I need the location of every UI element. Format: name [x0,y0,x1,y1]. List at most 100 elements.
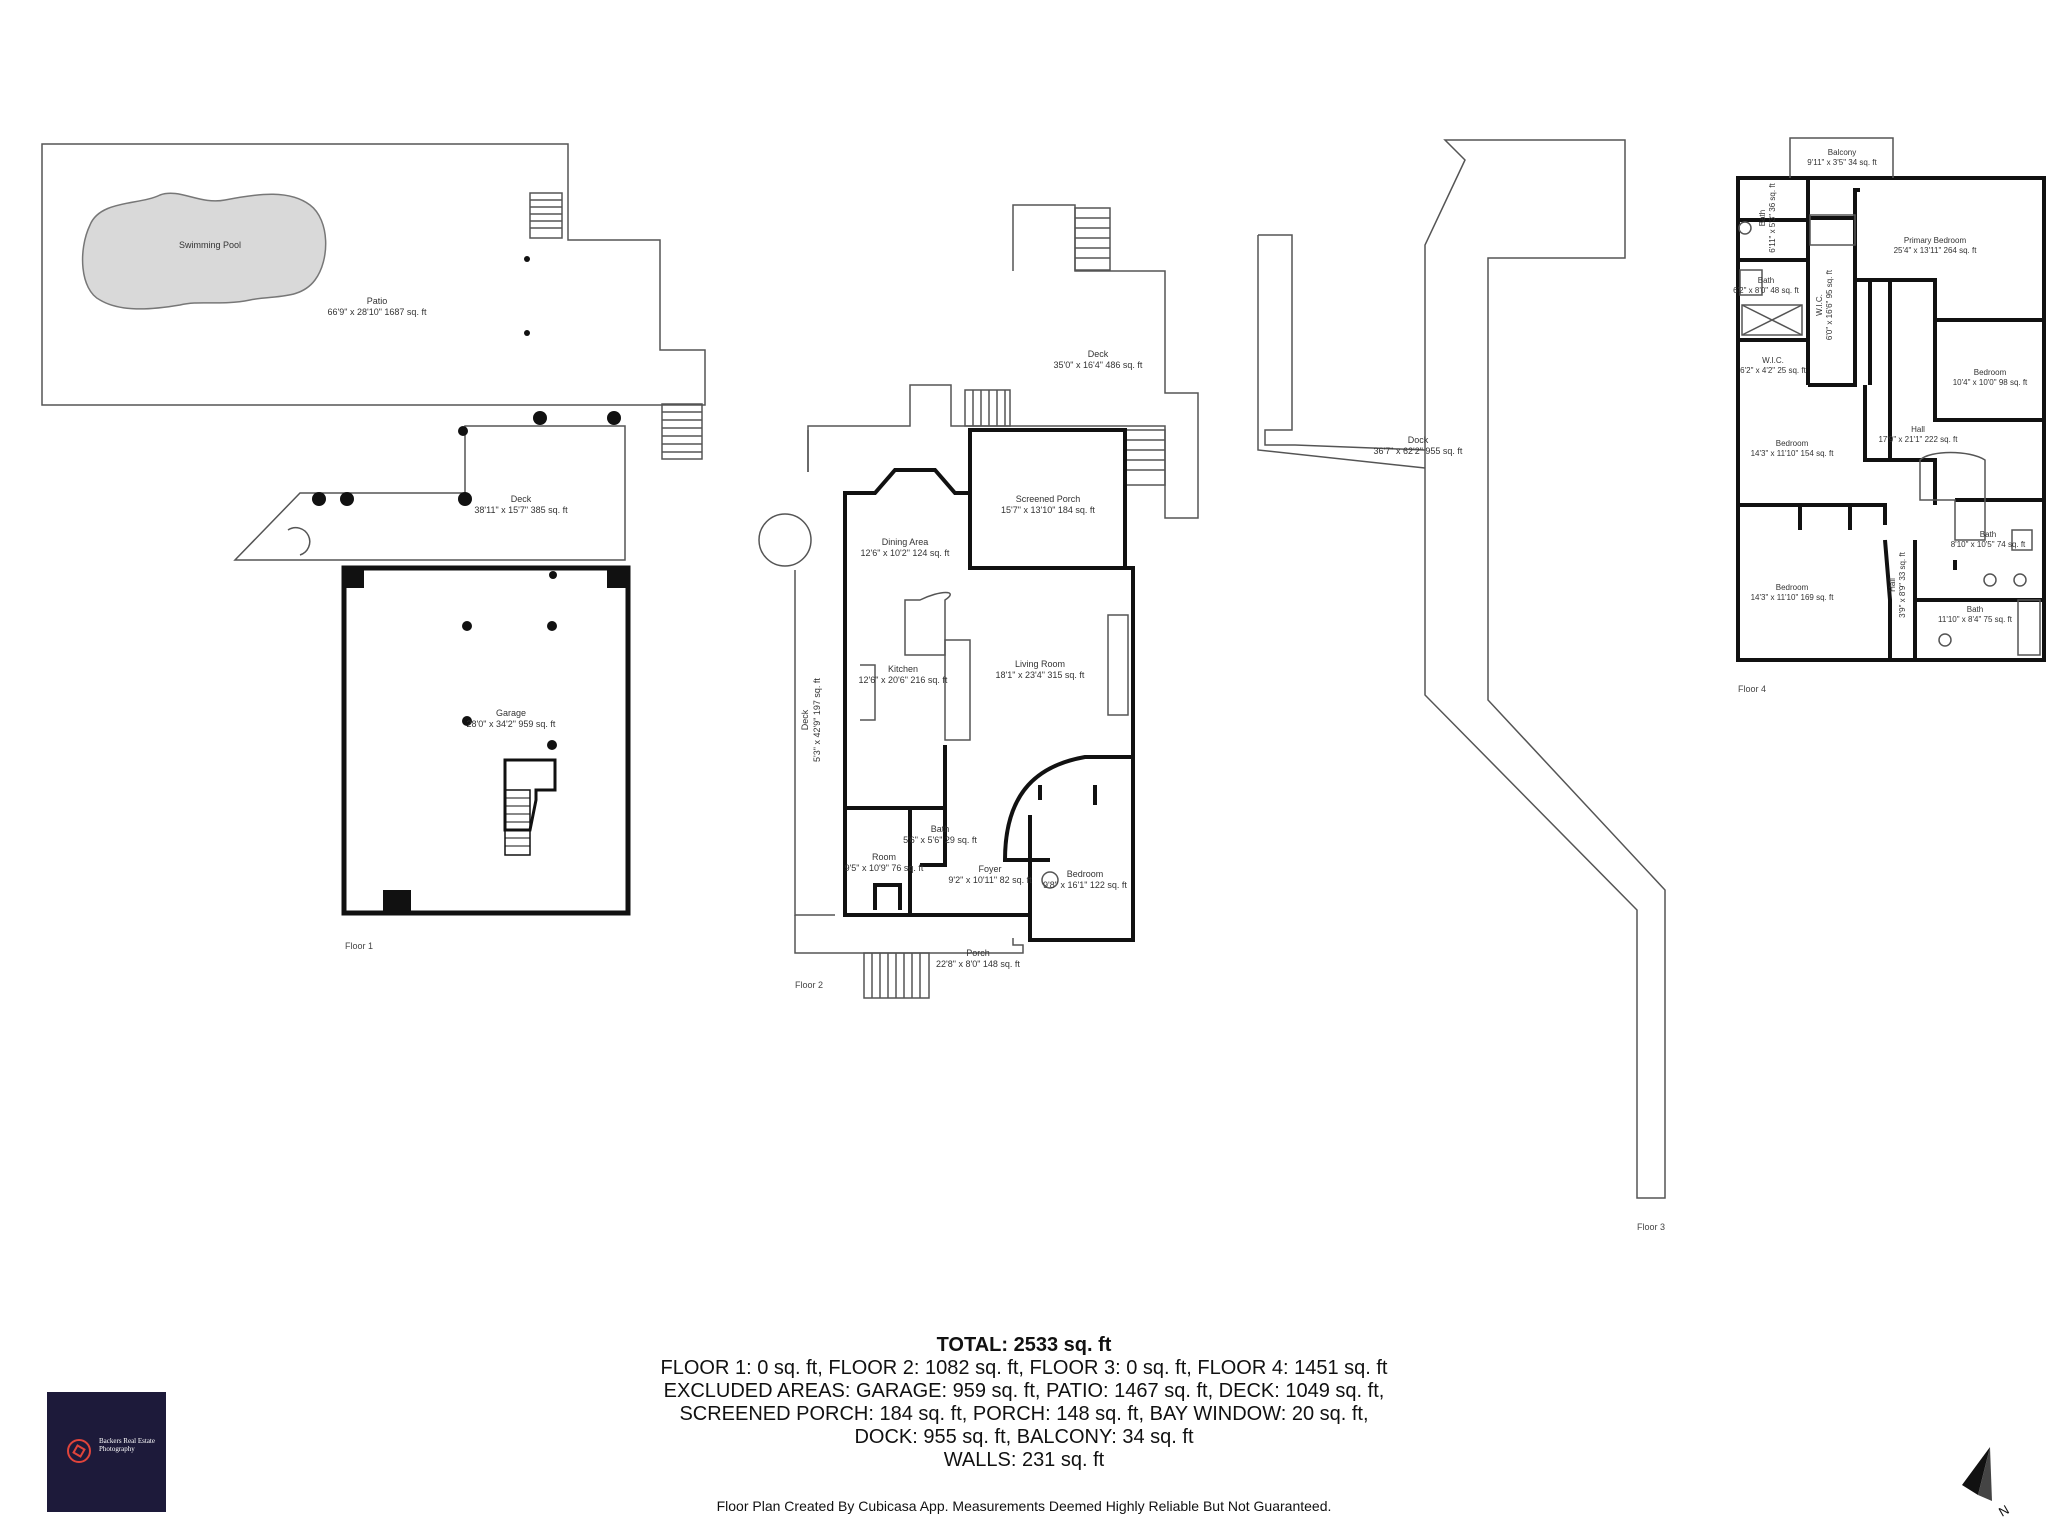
screened-porch-name: Screened Porch [1016,494,1081,504]
balcony-name: Balcony [1828,148,1856,157]
room-labels: Swimming Pool Patio 66'9" x 28'10" 1687 … [179,148,2028,969]
bath-a-dims: 6'11" x 5'3" 36 sq. ft [1768,182,1777,252]
floor-4-plan [1736,137,2046,662]
deck-posts [312,256,621,750]
foyer-dims: 9'2" x 10'11" 82 sq. ft [948,875,1032,885]
porch-stairs-treads [871,953,921,998]
camera-aperture-icon [67,1439,91,1463]
kitchen-name: Kitchen [888,664,918,674]
porch-name: Porch [966,948,990,958]
floor-labels: Floor 1 Floor 2 Floor 3 Floor 4 [345,684,1766,1232]
side-deck-outline [794,430,835,916]
garage-walls [341,565,631,916]
north-arrow-shape-2 [1978,1447,1992,1501]
disclaimer-text: Floor Plan Created By Cubicasa App. Meas… [716,1498,1332,1514]
deck-f2-dims: 35'0" x 16'4" 486 sq. ft [1054,360,1143,370]
primary-bedroom-dims: 25'4" x 13'11" 264 sq. ft [1894,246,1978,255]
bath-f2-dims: 5'6" x 5'6" 29 sq. ft [903,835,977,845]
patio-dims: 66'9" x 28'10" 1687 sq. ft [328,307,427,317]
stair-treads [530,199,562,229]
floor-4-label: Floor 4 [1738,684,1766,694]
bedroom-f4-c-name: Bedroom [1776,583,1809,592]
foyer-name: Foyer [978,864,1001,874]
wic-b-dims: 6'2" x 4'2" 25 sq. ft [1740,366,1806,375]
living-room-name: Living Room [1015,659,1065,669]
dining-area-dims: 12'6" x 10'2" 124 sq. ft [861,548,950,558]
summary-excluded: EXCLUDED AREAS: GARAGE: 959 sq. ft, PATI… [663,1380,1385,1402]
bath-d-dims: 11'10" x 8'4" 75 sq. ft [1938,615,2013,624]
side-deck-name: Deck [800,709,810,730]
bath-d-name: Bath [1967,605,1983,614]
floor-1-label: Floor 1 [345,941,373,951]
bath-c-dims: 8'10" x 10'5" 74 sq. ft [1951,540,2026,549]
garage-dims: 28'0" x 34'2" 959 sq. ft [467,719,556,729]
living-room-dims: 18'1" x 23'4" 315 sq. ft [996,670,1085,680]
swimming-pool-name: Swimming Pool [179,240,241,250]
floor-1-plan [41,143,706,561]
deck-stairs-right [1124,429,1166,486]
summary-floors: FLOOR 1: 0 sq. ft, FLOOR 2: 1082 sq. ft,… [660,1357,1388,1379]
floor-3-plan [1257,139,1666,1199]
floor-3-label: Floor 3 [1637,1222,1665,1232]
dock-dims: 36'7" x 62'2" 955 sq. ft [1374,446,1463,456]
bedroom-f4-b-name: Bedroom [1776,439,1809,448]
bath-c-name: Bath [1980,530,1996,539]
balcony-dims: 9'11" x 3'5" 34 sq. ft [1807,158,1877,167]
bedroom-f4-a-name: Bedroom [1974,368,2007,377]
floor-2-label: Floor 2 [795,980,823,990]
deck-f1-dims: 38'11" x 15'7" 385 sq. ft [474,505,568,515]
area-summary: TOTAL: 2533 sq. ft FLOOR 1: 0 sq. ft, FL… [424,1334,1624,1472]
side-deck-dims: 5'3" x 42'9" 197 sq. ft [812,678,822,762]
deck-spiral-stairs [287,526,311,556]
stairs-right [661,403,703,460]
deck-outline [233,425,626,561]
bedroom-f2-dims: 9'8" x 16'1" 122 sq. ft [1043,880,1127,890]
bath-a-name: Bath [1758,210,1767,226]
garage-name: Garage [496,708,526,718]
bedroom-f4-b-dims: 14'3" x 11'10" 154 sq. ft [1751,449,1835,458]
primary-bedroom-name: Primary Bedroom [1904,236,1967,245]
screened-porch-dims: 15'7" x 13'10" 184 sq. ft [1001,505,1095,515]
hall-f4-dims: 17'9" x 21'1" 222 sq. ft [1878,435,1958,444]
bath-b-name: Bath [1758,276,1774,285]
swimming-pool-shape [81,192,327,310]
hall-f4-b-name: Hall [1888,578,1897,592]
summary-walls: WALLS: 231 sq. ft [943,1449,1105,1471]
stairs-top [529,192,563,239]
dock-outline [1424,139,1666,1199]
wic-b-name: W.I.C. [1762,356,1784,365]
room-f2-name: Room [872,852,896,862]
total-area: TOTAL: 2533 sq. ft [936,1334,1112,1356]
deck-stairs-left-treads [972,390,1006,426]
patio-outline [41,143,706,406]
logo-text: Backers Real Estate Photography [99,1437,155,1453]
floor-2-interior [860,591,1129,889]
bath-b-dims: 6'2" x 8'0" 48 sq. ft [1733,286,1799,295]
north-label: N [1996,1502,2012,1520]
summary-excluded-3: DOCK: 955 sq. ft, BALCONY: 34 sq. ft [854,1426,1194,1448]
deck-stairs-top-treads [1075,217,1110,259]
patio-name: Patio [367,296,388,306]
wic-a-dims: 6'0" x 16'6" 95 sq. ft [1825,269,1834,340]
bedroom-f2-name: Bedroom [1067,869,1104,879]
north-arrow-shape [1962,1447,1990,1495]
bedroom-f4-a-dims: 10'4" x 10'0" 98 sq. ft [1953,378,2028,387]
kitchen-dims: 12'6" x 20'6" 216 sq. ft [859,675,948,685]
room-f2-dims: 9'5" x 10'9" 76 sq. ft [845,863,924,873]
bath-f2-name: Bath [931,824,950,834]
deck-stairs-right-treads [1125,439,1165,471]
wic-a-name: W.I.C. [1815,294,1824,316]
summary-excluded-2: SCREENED PORCH: 184 sq. ft, PORCH: 148 s… [679,1403,1369,1425]
deck-f2-name: Deck [1088,349,1109,359]
deck-stairs-left [964,389,1011,427]
spiral-stairs [758,513,812,567]
bedroom-f4-c-dims: 14'3" x 11'10" 169 sq. ft [1751,593,1835,602]
deck-f1-name: Deck [511,494,532,504]
hall-f4-name: Hall [1911,425,1925,434]
north-arrow-icon: N [1962,1447,2012,1520]
company-logo: Backers Real Estate Photography [47,1392,166,1512]
stair-treads-right [662,411,702,453]
dock-walkway [1257,234,1426,469]
porch-outline [794,915,1024,954]
